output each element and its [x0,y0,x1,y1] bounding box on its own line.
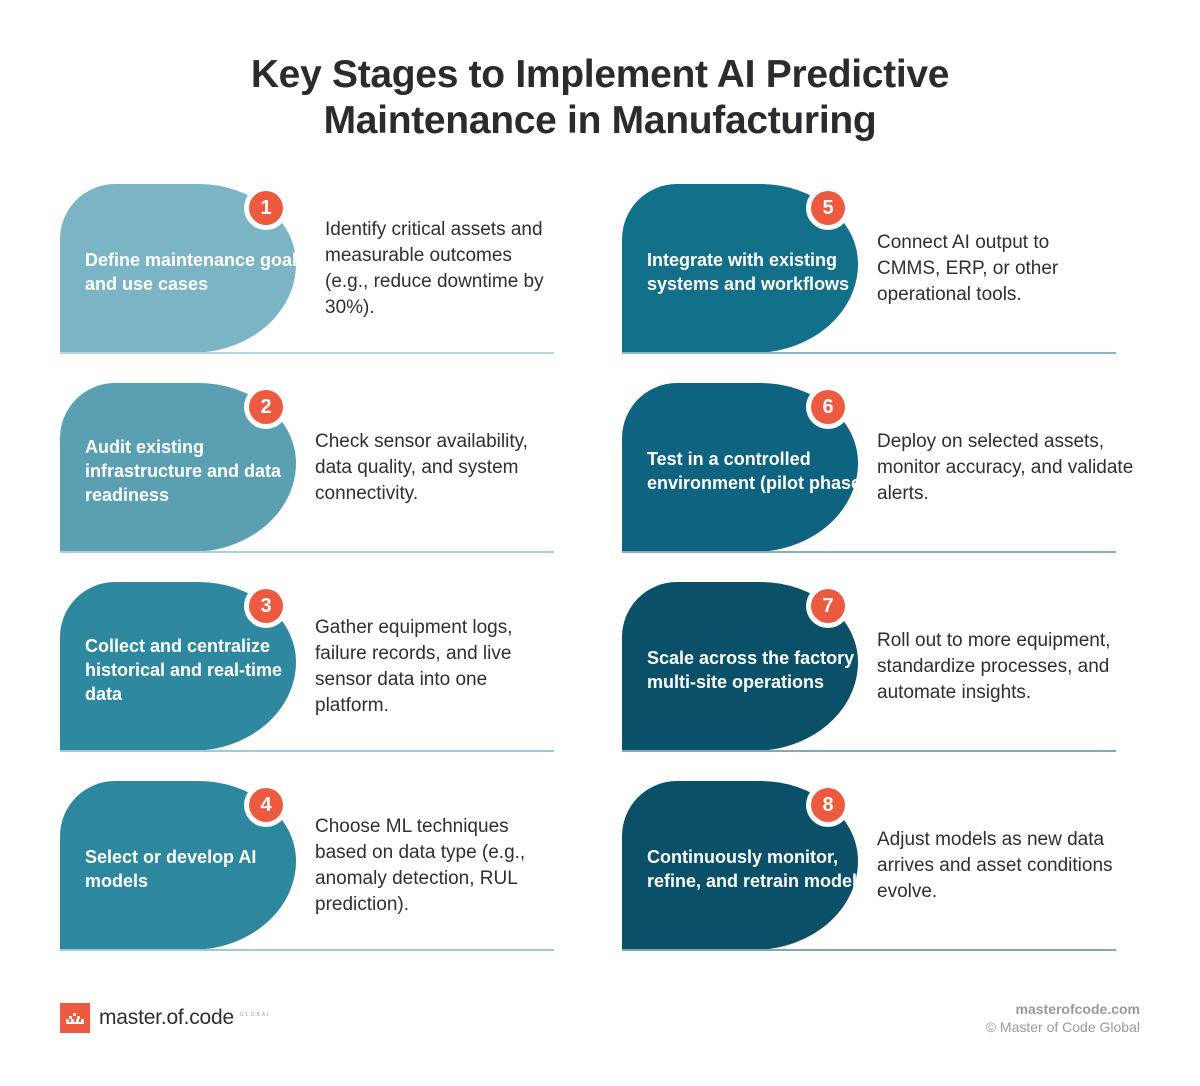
stage-2-badge: 2 [244,385,288,429]
stage-1-divider [60,352,554,354]
stage-8-title: Continuously monitor, refine, and retrai… [647,847,868,891]
stage-6-divider [622,551,1116,553]
stage-5-divider [622,352,1116,354]
stage-8-badge: 8 [806,783,850,827]
stage-number: 2 [249,390,283,424]
page-title: Key Stages to Implement AI Predictive Ma… [0,52,1200,144]
footer-credits: masterofcode.com © Master of Code Global [986,1001,1140,1036]
stage-4-divider [60,949,554,951]
stage-4: Select or develop AI models 4 Choose ML … [60,781,554,951]
brand-logo[interactable]: master.of.code GLOBAL [60,1003,272,1033]
stage-5-badge: 5 [806,186,850,230]
stage-7-title: Scale across the factory or multi-site o… [647,648,878,692]
stage-number: 8 [811,788,845,822]
stage-7-description: Roll out to more equipment, standardize … [877,630,1111,703]
stage-7-divider [622,750,1116,752]
stage-5-title: Integrate with existing systems and work… [647,250,850,294]
stage-3-divider [60,750,554,752]
website-link[interactable]: masterofcode.com [1015,1001,1140,1017]
stage-number: 1 [249,191,283,225]
brand-name: master.of.code [99,1006,234,1029]
copyright-text: © Master of Code Global [985,1019,1140,1035]
stage-3: Collect and centralize historical and re… [60,582,554,752]
stage-number: 4 [249,788,283,822]
title-line-2: Maintenance in Manufacturing [323,99,877,142]
stage-6-title: Test in a controlled environment (pilot … [647,449,868,493]
stage-1-badge: 1 [244,186,288,230]
stage-4-description: Choose ML techniques based on data type … [315,816,526,915]
stage-1-description: Identify critical assets and measurable … [325,219,544,318]
crown-icon [60,1003,90,1033]
stage-6-description: Deploy on selected assets, monitor accur… [877,431,1134,504]
stage-5: Integrate with existing systems and work… [622,184,1116,354]
stage-8-divider [622,949,1116,951]
stage-7: Scale across the factory or multi-site o… [622,582,1116,752]
stage-number: 7 [811,589,845,623]
stage-8: Continuously monitor, refine, and retrai… [622,781,1116,951]
stage-7-badge: 7 [806,584,850,628]
stage-3-description: Gather equipment logs, failure records, … [315,617,513,716]
stage-4-title: Select or develop AI models [85,847,257,891]
title-line-1: Key Stages to Implement AI Predictive [250,53,950,96]
stage-2: Audit existing infrastructure and data r… [60,383,554,553]
brand-subtitle: GLOBAL [239,1012,272,1018]
stage-1: Define maintenance goals and use cases 1… [60,184,554,354]
stage-4-badge: 4 [244,783,288,827]
stage-5-description: Connect AI output to CMMS, ERP, or other… [877,232,1059,305]
stage-6: Test in a controlled environment (pilot … [622,383,1133,553]
stage-3-badge: 3 [244,584,288,628]
stage-6-badge: 6 [806,385,850,429]
stage-2-title: Audit existing infrastructure and data r… [85,437,282,505]
stage-number: 3 [249,589,283,623]
stage-1-title: Define maintenance goals and use cases [85,250,308,294]
stage-2-description: Check sensor availability, data quality,… [315,431,528,504]
stage-8-description: Adjust models as new data arrives and as… [877,829,1113,902]
stage-3-title: Collect and centralize historical and re… [85,636,283,704]
stage-number: 6 [811,390,845,424]
stage-2-divider [60,551,554,553]
stage-number: 5 [811,191,845,225]
